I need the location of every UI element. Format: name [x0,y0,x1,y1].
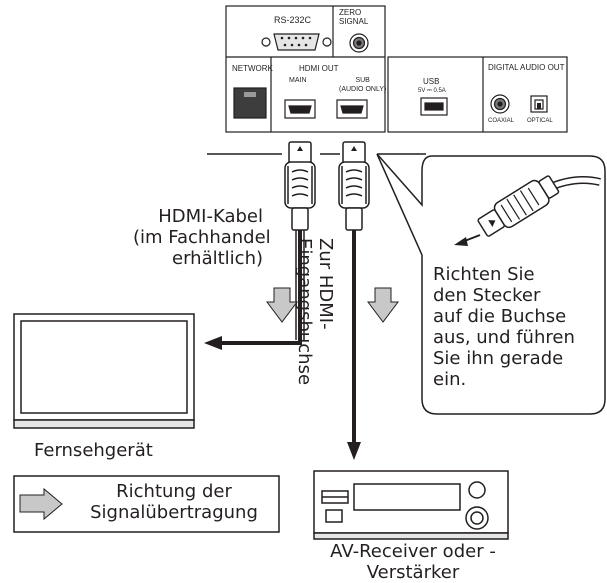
hdmi-plug-sub [338,141,370,231]
usb-label: USB [423,77,440,86]
hdmi-sub-port-icon [336,99,368,119]
receiver-label: AV-Receiver oder - Verstärker [330,541,496,583]
hdmi-input-label: Zur HDMI- Eingangsbuchse [294,238,336,386]
arrow-to-receiver [347,442,361,460]
usb-port-icon [420,97,448,116]
rs232c-port-icon [261,33,332,51]
signal-direction-arrow-right [367,287,399,323]
rs232c-label: RS-232C [274,15,312,25]
av-receiver-icon [313,470,509,540]
network-port-icon [233,87,267,119]
hdmi-main-port-icon [284,99,316,119]
tv-icon [13,313,195,429]
network-label: NETWORK [232,64,273,73]
callout-bubble [376,153,606,415]
signal-direction-arrow-left [266,287,298,323]
tv-label: Fernsehgerät [34,440,153,461]
hdmi-plug-main [284,141,316,340]
legend-arrow-icon [19,487,63,521]
cable-to-tv [220,230,302,345]
coaxial-label: COAXIAL [488,118,515,124]
hdmi-plug-detail-icon [454,175,601,246]
optical-label: OPTICAL [527,118,553,124]
coaxial-jack-icon [490,94,510,114]
legend-box [13,475,280,533]
connector-tip-label: Richten Sie den Stecker auf die Buchse a… [433,264,575,390]
right-panel-frame [387,56,568,133]
hdmi-out-label: HDMI OUT [299,64,339,73]
optical-jack-icon [530,95,548,113]
hdmi-main-label: MAIN [289,77,307,84]
hdmi-cable-label: HDMI-Kabel (im Fachhandel erhältlich) [133,206,271,269]
player-rear-panel [225,5,568,133]
hdmi-sub-label: SUB (AUDIO ONLY) [339,77,387,93]
digital-audio-out-label: DIGITAL AUDIO OUT [488,63,565,72]
arrow-to-tv [204,336,222,350]
legend-label: Richtung der Signalübertragung [90,481,258,523]
zero-signal-label: ZERO SIGNAL [339,8,369,26]
zero-signal-jack-icon [349,33,369,53]
usb-rating-label: 5V ⎓ 0.5A [418,88,446,94]
